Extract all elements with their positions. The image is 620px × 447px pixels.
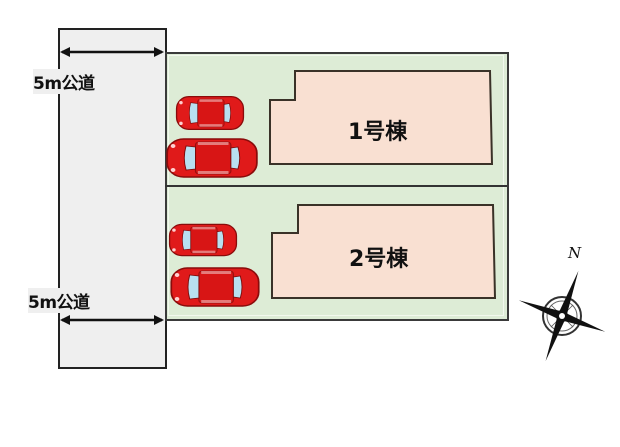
lot-divider	[165, 185, 507, 187]
car-icon	[175, 95, 245, 130]
compass-rose-icon	[518, 270, 606, 362]
car-icon	[166, 138, 258, 178]
compass-north-label: N	[568, 244, 582, 262]
building-2-footprint	[271, 204, 497, 299]
road-label-bottom: 5m公道	[28, 288, 90, 313]
car-icon	[168, 223, 238, 257]
building-1-label: 1号棟	[348, 120, 408, 145]
building-2-label: 2号棟	[349, 247, 409, 272]
road-label-top: 5m公道	[33, 69, 95, 94]
building-1-footprint	[269, 70, 494, 165]
road-width-arrow-bottom	[60, 315, 164, 325]
road-width-arrow-top	[60, 47, 164, 57]
car-icon	[170, 267, 260, 307]
